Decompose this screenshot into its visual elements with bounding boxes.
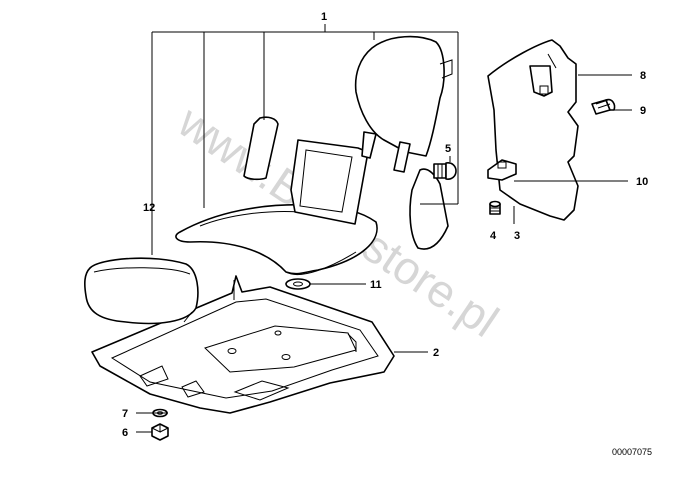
label-2: 2: [433, 347, 439, 359]
label-9: 9: [640, 105, 646, 117]
side-bolster-right: [409, 168, 449, 250]
label-7: 7: [122, 408, 128, 420]
label-3: 3: [514, 230, 520, 242]
label-1: 1: [321, 11, 327, 23]
armrest: [84, 257, 199, 325]
backrest: [290, 139, 369, 225]
bolt-4: [489, 200, 501, 215]
screw-5: [433, 162, 457, 180]
hex-nut: [151, 423, 169, 441]
document-number: 00007075: [612, 447, 652, 457]
label-10: 10: [636, 176, 648, 188]
label-5: 5: [445, 143, 451, 155]
clip-nut: [487, 159, 517, 181]
label-4: 4: [490, 230, 497, 242]
label-12: 12: [143, 202, 155, 214]
label-8: 8: [640, 70, 646, 82]
leader-lines: [136, 24, 632, 433]
seat-shell: [91, 275, 395, 414]
grommet: [285, 278, 311, 290]
bracket: [529, 65, 553, 97]
label-11: 11: [370, 279, 382, 291]
side-bolster-left: [243, 116, 279, 181]
label-6: 6: [122, 427, 128, 439]
screw-9: [591, 98, 616, 115]
headrest: [354, 35, 453, 173]
